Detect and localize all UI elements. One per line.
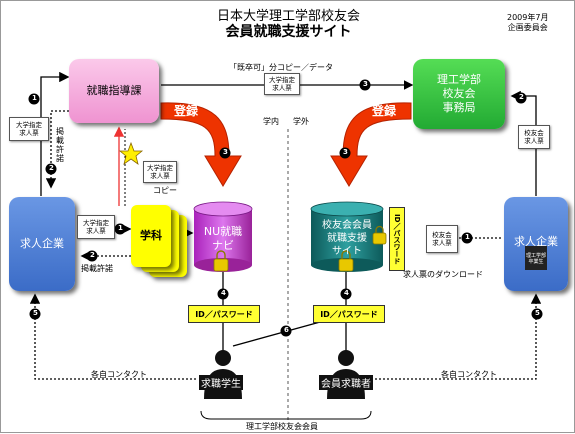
contact-label-right: 各自コンタクト: [441, 370, 497, 379]
step-circle: [219, 147, 231, 159]
doc-alumni-job-download: 校友会求人票: [426, 225, 458, 253]
lock-icon-site-side: [372, 225, 387, 245]
contact-right-dotted: [371, 293, 542, 380]
step-circle: [280, 325, 292, 337]
step-circle: [359, 79, 371, 91]
alumni-office-line2: 校友会: [442, 87, 476, 100]
id-password-right-box: ID／パスワード: [313, 305, 385, 323]
members-bracket: [200, 410, 372, 420]
register-label-left: 登録: [174, 104, 199, 118]
permission-label-bottom: 掲載許諾: [81, 264, 113, 273]
alumni-office-line3: 事務局: [442, 101, 476, 114]
register-arrow-right: [330, 102, 412, 187]
step-circle: [461, 232, 473, 244]
step-circle: [29, 308, 41, 320]
student-label: 求職学生: [199, 375, 243, 390]
career-office-label: 就職指導課: [86, 84, 142, 97]
contact-left-dotted: [29, 293, 196, 380]
company-badge: 理工学部 卒業生: [525, 246, 547, 270]
lock-icon-site: [338, 250, 354, 272]
download-label: 求人票のダウンロード: [403, 270, 483, 279]
company-left-box: 求人企業: [9, 197, 75, 291]
outside-label: 学外: [293, 117, 309, 126]
member-label: 会員求職者: [319, 375, 373, 390]
alumni-office-line1: 理工学部: [437, 73, 481, 86]
date-text: 2009年7月: [507, 13, 549, 22]
department-box: 学科: [131, 205, 171, 267]
doc-designated-job-dept: 大学指定求人票: [77, 215, 115, 239]
step-circle: [217, 288, 229, 300]
career-office-box: 就職指導課: [69, 59, 159, 123]
step-circle: [45, 163, 57, 175]
department-label: 学科: [140, 229, 162, 242]
lock-icon-nunavi: [213, 250, 229, 272]
register-label-right: 登録: [372, 104, 397, 118]
copy-label: コピー: [153, 186, 177, 195]
nunavi-label: NU就職 ナビ: [203, 225, 243, 252]
date-block: 2009年7月 企画委員会: [507, 13, 548, 33]
title-line1: 日本大学理工学部校友会: [216, 9, 360, 24]
permission-label-vertical: 掲 載 許 諾: [56, 127, 64, 163]
id-password-left-box: ID／パスワード: [188, 305, 260, 323]
step-circle: [86, 250, 98, 262]
register-arrow-left: [160, 102, 242, 187]
company-left-label: 求人企業: [20, 237, 64, 250]
company-right-label: 求人企業: [514, 235, 558, 248]
left-permission-dotted: [45, 110, 69, 189]
koyukai-site-label: 校友会会員 就職支援 サイト: [322, 220, 372, 257]
id-password-vertical-box: ID／パスワード: [389, 207, 405, 271]
doc-designated-job-top: 大学指定求人票: [264, 73, 300, 95]
step-circle: [531, 308, 543, 320]
doc-designated-job-copy: 大学指定求人票: [143, 161, 177, 183]
step-circle: [339, 147, 351, 159]
koyukai-site-cylinder: [310, 201, 384, 272]
step-circle: [114, 223, 126, 235]
nunavi-cylinder: [193, 201, 253, 272]
step-circle: [28, 93, 40, 105]
step-circle: [515, 92, 527, 104]
inside-label: 学内: [263, 117, 279, 126]
star-icon: [118, 141, 144, 165]
doc-alumni-job-right: 校友会求人票: [518, 125, 550, 149]
copy-data-label: 「既卒可」分コピー／データ: [229, 63, 333, 72]
alumni-office-box: 理工学部 校友会 事務局: [413, 59, 505, 129]
step-circle: [340, 288, 352, 300]
contact-label-left: 各自コンタクト: [91, 370, 147, 379]
committee-text: 企画委員会: [507, 23, 548, 32]
company-right-box: 求人企業: [504, 197, 568, 291]
members-caption: 理工学部校友会会員: [246, 422, 318, 431]
title-line2: 会員就職支援サイト: [225, 24, 352, 40]
left-company-to-office-arrow: [40, 71, 70, 196]
doc-designated-job-left: 大学指定求人票: [9, 117, 49, 141]
